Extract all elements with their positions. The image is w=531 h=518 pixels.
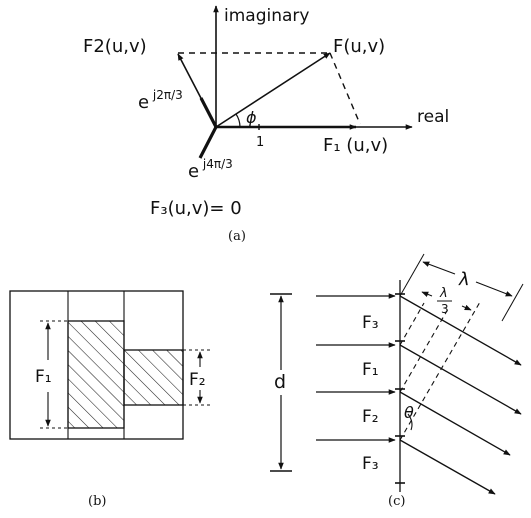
caption-b: (b): [88, 494, 106, 509]
e-j4pi3-unit-vector: [198, 126, 218, 159]
f1-label: F₁ (u,v): [323, 135, 388, 156]
caption-c: (c): [388, 494, 405, 509]
dashed-right-edge: [329, 52, 361, 125]
f1-c-label: F₁: [362, 360, 379, 380]
theta-angle-arc: [407, 413, 413, 431]
lambda-ext-right: [501, 283, 524, 322]
imaginary-axis-label: imaginary: [224, 6, 309, 26]
lambda-third-denominator: 3: [441, 302, 449, 316]
e-j2pi3-unit-vector: [199, 97, 218, 128]
wavefront-1: [399, 308, 449, 393]
diffracted-ray-3: [399, 391, 511, 456]
f2-dim-label: F₂: [189, 370, 206, 390]
lambda-third-arrow-right: [461, 304, 472, 311]
lambda-arrow-right: [475, 281, 513, 297]
theta-label: θ: [404, 403, 414, 422]
lambda-third-numerator: λ: [439, 286, 448, 301]
lambda-arrow-left: [422, 261, 456, 275]
f-label: F(u,v): [333, 36, 385, 57]
f3-bottom-label: F₃: [362, 454, 379, 474]
f1-dim-label: F₁: [35, 367, 52, 387]
e-j2pi3-label: e j2π/3: [138, 88, 183, 113]
unit-tick-label: 1: [256, 135, 264, 150]
diffracted-ray-4: [399, 439, 496, 495]
d-label: d: [274, 371, 286, 393]
panel-c: d λ λ 3 θ: [270, 253, 524, 509]
aperture-f1: [67, 320, 125, 429]
f2-label: F2(u,v): [83, 36, 147, 57]
caption-a: (a): [228, 229, 246, 244]
f3-top-label: F₃: [362, 313, 379, 333]
aperture-f2: [123, 349, 184, 406]
lambda-third-arrow-left: [421, 291, 433, 297]
f-resultant-vector: [215, 52, 331, 128]
real-axis-label: real: [417, 107, 449, 127]
phi-label: ϕ: [246, 108, 257, 127]
f2-c-label: F₂: [362, 407, 379, 427]
e-j4pi3-label: e j4π/3: [188, 157, 233, 182]
phi-angle-arc: [235, 113, 241, 128]
lambda-label: λ: [458, 269, 470, 290]
diffracted-ray-1: [399, 295, 522, 366]
panel-b: F₁ F₂ (b): [9, 290, 212, 509]
f3-equation: F₃(u,v)= 0: [150, 198, 242, 219]
panel-a: imaginary real ϕ 1 F(u,v) F2(u,v) F₁ (u,…: [83, 5, 449, 244]
lambda-ext-left: [399, 253, 425, 297]
wavefront-3: [399, 302, 425, 346]
